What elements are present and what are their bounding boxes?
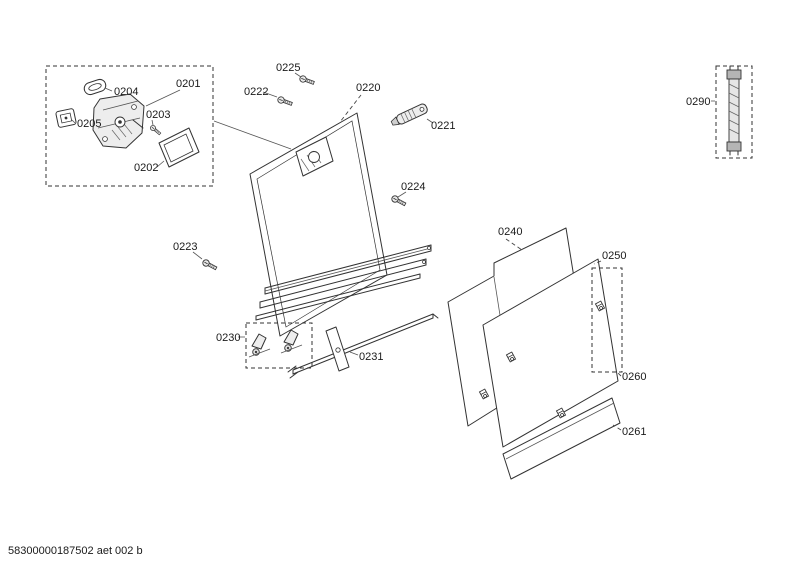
part-labels: 0201 0204 0205 0203 0202 0225 0222 0220 … [77,62,710,438]
part-0203-screw [149,124,163,137]
part-label-0224: 0224 [401,181,425,193]
part-label-0250: 0250 [602,250,626,262]
callout-connector-line [213,120,292,150]
dispenser-cutout [295,136,334,177]
part-0221-handle [390,103,428,126]
part-0225-screw [298,74,316,87]
part-label-0231: 0231 [359,351,383,363]
part-label-0201: 0201 [176,78,200,90]
part-label-0220: 0220 [356,82,380,94]
part-0204-cap [83,78,107,96]
group-0201-latch-detail [45,65,214,187]
part-label-0202: 0202 [134,162,158,174]
part-0231-base-bracket [287,313,439,379]
part-label-0240: 0240 [498,226,522,238]
part-label-0223: 0223 [173,241,197,253]
part-0220-inner-door-panel [249,112,388,337]
part-label-0260: 0260 [622,371,646,383]
part-label-0225: 0225 [276,62,300,74]
part-label-0222: 0222 [244,86,268,98]
part-door-trim-rails [255,244,432,321]
group-0290-detail [715,65,753,159]
part-0223-screw [201,258,219,272]
part-0290-strip [726,65,742,156]
footer-doc-code: 58300000187502 aet 002 b [8,545,143,557]
leader-lines [71,72,715,431]
group-0230-hinge-detail [245,322,313,369]
part-0250-front-door-panel [482,258,619,448]
part-label-0203: 0203 [146,109,170,121]
part-label-0204: 0204 [114,86,138,98]
part-0205-bracket [55,108,77,128]
part-0202-frame [158,127,200,168]
part-label-0261: 0261 [622,426,646,438]
part-label-0230: 0230 [216,332,240,344]
part-label-0221: 0221 [431,120,455,132]
part-label-0290: 0290 [686,96,710,108]
part-0222-screw [276,95,294,108]
part-0261-bottom-panel [502,397,621,480]
part-label-0205: 0205 [77,118,101,130]
part-latch-assembly [92,93,145,149]
group-0260-trim-callout-box [591,267,623,373]
